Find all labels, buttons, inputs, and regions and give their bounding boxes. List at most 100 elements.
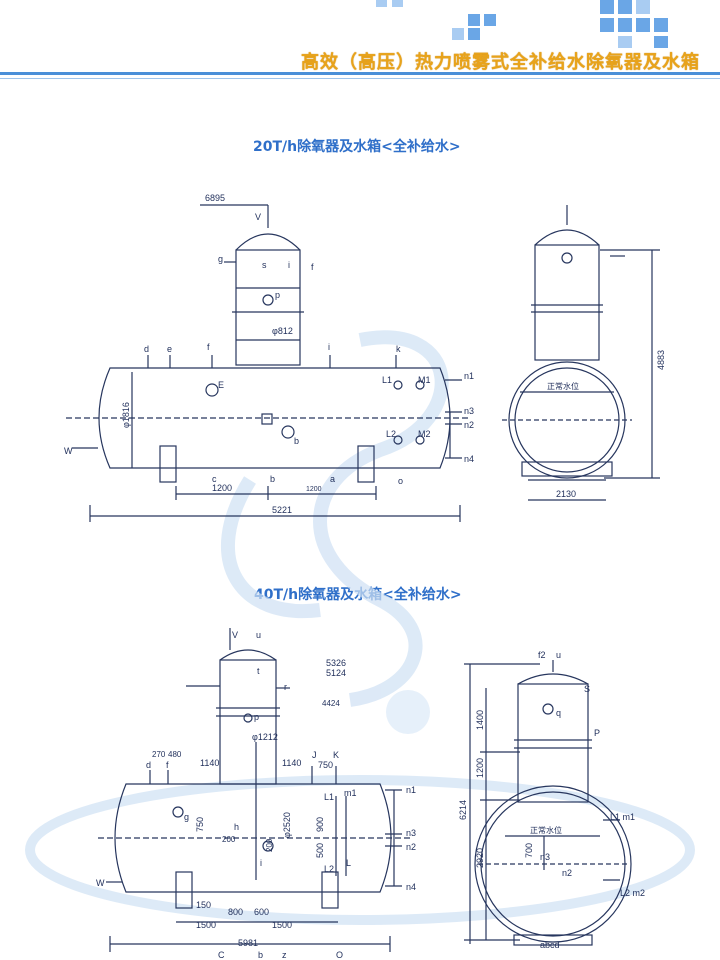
s2-label-J: J: [312, 750, 317, 760]
s2-label-750a: 750: [318, 760, 333, 770]
s2-label-elev1: 5326: [326, 658, 346, 668]
s2-label-water-level: 正常水位: [530, 825, 562, 835]
s2-label-200a: 200: [222, 835, 236, 844]
s2-label-t: t: [257, 666, 260, 676]
s2-label-1200: 1200: [475, 758, 485, 778]
s2-label-1500b: 1500: [272, 920, 292, 930]
s1-label-a: a: [330, 474, 335, 484]
s1-label-f-top: f: [311, 262, 314, 272]
s1-label-L1: L1: [382, 375, 392, 385]
page-title: 高效（高压）热力喷雾式全补给水除氧器及水箱: [301, 52, 700, 73]
s2-label-m1: m1: [344, 788, 357, 798]
s2-label-n3: n3: [406, 828, 416, 838]
s2-label-1400: 1400: [475, 710, 485, 730]
s2-label-L: L: [346, 858, 351, 868]
s2-label-900: 900: [315, 817, 325, 832]
s2-label-L2m2: L2 m2: [620, 888, 645, 898]
s2-label-S: S: [584, 684, 590, 694]
header-square: [468, 14, 480, 26]
s2-label-n1: n1: [406, 785, 416, 795]
s1-label-M1: M1: [418, 375, 431, 385]
s2-labels: V u t r 5326 5124 4424 p φ1212 270 480 d…: [96, 630, 645, 960]
s2-shell: [114, 783, 392, 893]
s1-label-c: c: [212, 474, 217, 484]
s1-label-dim1: 1200: [212, 483, 232, 493]
s2-label-n2-side: n2: [562, 868, 572, 878]
s2-label-O: O: [336, 950, 343, 960]
s2-label-150: 150: [196, 900, 211, 910]
header-square: [636, 18, 650, 32]
watermark-swirl: [25, 330, 695, 925]
header-square: [376, 0, 387, 7]
s2-label-V: V: [232, 630, 238, 640]
s2-label-P: P: [594, 728, 600, 738]
s2-side-view: [464, 660, 632, 946]
s2-label-n3-side: n3: [540, 852, 550, 862]
s2-label-K: K: [333, 750, 339, 760]
s2-label-g: g: [184, 812, 189, 822]
s2-label-n4: n4: [406, 882, 416, 892]
s2-label-750b: 750: [195, 817, 205, 832]
s2-label-q: q: [556, 708, 561, 718]
s2-label-500: 500: [315, 843, 325, 858]
s1-column: [235, 249, 301, 366]
s1-label-total: 5221: [272, 505, 292, 515]
header-square: [468, 28, 480, 40]
s1-side-view: [502, 205, 660, 501]
s2-label-1140a: 1140: [200, 758, 219, 768]
s1-label-i: i: [328, 342, 330, 352]
s2-column: [219, 659, 277, 785]
header-square: [600, 0, 614, 14]
s2-label-L1: L1: [324, 792, 334, 802]
s2-label-480: 480: [168, 750, 182, 759]
s2-side-shell: [474, 785, 632, 943]
s2-label-700: 700: [524, 843, 534, 858]
s1-label-i-top: i: [288, 260, 290, 270]
s1-label-height: 4883: [656, 350, 666, 370]
header-square: [392, 0, 403, 7]
s2-label-d: d: [146, 760, 151, 770]
s1-label-o: o: [398, 476, 403, 486]
s1-label-s: s: [262, 260, 267, 270]
s1-label-f: f: [207, 342, 210, 352]
s2-label-270: 270: [152, 750, 166, 759]
s2-label-6214: 6214: [458, 800, 468, 820]
s2-label-200b: 200: [265, 838, 274, 852]
s1-label-n3: n3: [464, 406, 474, 416]
section-1-title: 20T/h除氧器及水箱<全补给水>: [253, 139, 461, 155]
s1-label-d: d: [144, 344, 149, 354]
s2-label-elev3: 4424: [322, 699, 340, 708]
s1-label-water-level: 正常水位: [547, 381, 579, 391]
s2-label-z: z: [282, 950, 287, 960]
watermark-drop: [386, 690, 430, 734]
s2-label-n2: n2: [406, 842, 416, 852]
s2-label-abcd: abcd: [540, 940, 560, 950]
s2-label-600: 600: [254, 907, 269, 917]
s1-front-view: [66, 204, 470, 522]
header-square: [452, 28, 464, 40]
header-rule: [0, 72, 720, 75]
s1-shell: [98, 367, 451, 469]
s1-labels: 6895 V g s i f p φ812 d e f i k E L1 M1 …: [64, 193, 666, 515]
header-rule-thin: [0, 78, 720, 79]
header-square: [636, 0, 650, 14]
s1-label-V: V: [255, 212, 261, 222]
s2-label-1500a: 1500: [196, 920, 216, 930]
s1-label-L2: L2: [386, 429, 396, 439]
s1-label-n4: n4: [464, 454, 474, 464]
s2-label-u: u: [256, 630, 261, 640]
s2-label-elev2: 5124: [326, 668, 346, 678]
s1-label-k: k: [396, 344, 401, 354]
s1-label-M2: M2: [418, 429, 431, 439]
header-square: [600, 18, 614, 32]
s2-label-h: h: [234, 822, 239, 832]
s1-label-b: b: [294, 436, 299, 446]
header-square: [654, 36, 668, 48]
s1-label-e: e: [167, 344, 172, 354]
s2-label-W: W: [96, 878, 105, 888]
header-square: [484, 14, 496, 26]
s1-label-dim2: 1200: [306, 486, 322, 493]
s2-label-1140b: 1140: [282, 758, 301, 768]
s2-label-800: 800: [228, 907, 243, 917]
